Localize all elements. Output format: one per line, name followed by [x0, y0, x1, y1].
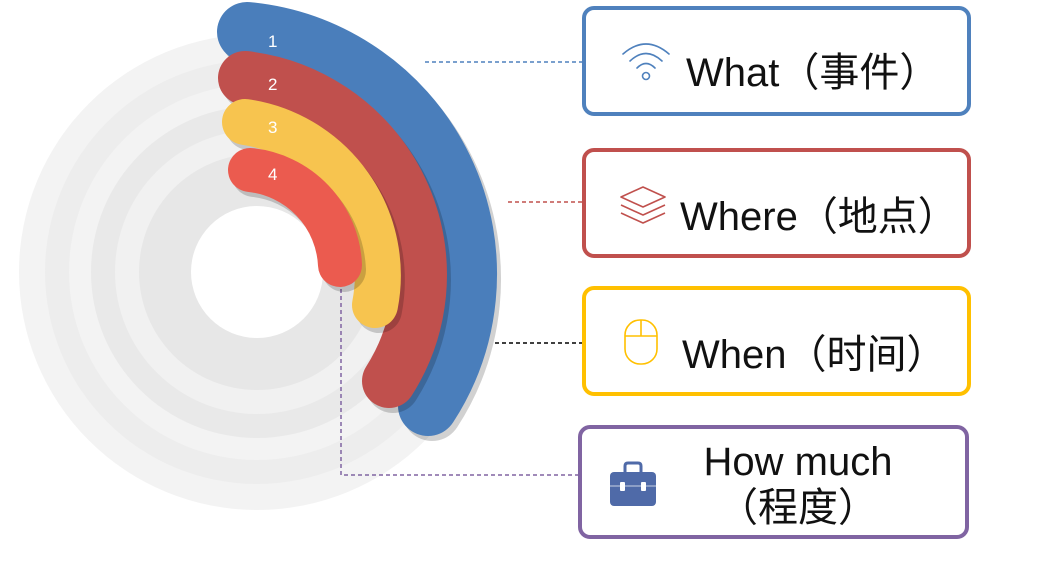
how-much-label-line2: （程度）	[718, 486, 878, 530]
how-much-box: How much （程度）	[578, 425, 969, 539]
arc-number-4: 4	[268, 165, 277, 184]
layers-icon	[618, 184, 668, 233]
arc-3	[222, 99, 401, 328]
arcs	[217, 2, 502, 441]
arc-number-1: 1	[268, 32, 277, 51]
where-label: Where（地点）	[680, 195, 958, 239]
arc-number-2: 2	[268, 75, 277, 94]
connector-lines	[340, 61, 584, 476]
connector-how-much	[340, 212, 580, 476]
arc-1	[217, 2, 498, 436]
arc-2	[218, 51, 447, 408]
wifi-icon	[620, 40, 672, 89]
arc-4	[228, 148, 362, 287]
when-box: When（时间）	[582, 286, 971, 396]
arc-number-3: 3	[268, 118, 277, 137]
briefcase-icon	[608, 461, 658, 514]
mouse-icon	[622, 317, 660, 372]
where-box: Where（地点）	[582, 148, 971, 258]
when-label: When（时间）	[682, 333, 947, 377]
what-label: What（事件）	[686, 51, 940, 95]
how-much-label-line1: How much	[703, 440, 893, 484]
what-box: What（事件）	[582, 6, 971, 116]
how-much-label: How much （程度）	[678, 439, 918, 531]
arc-numbers: 1 2 3 4	[268, 32, 277, 184]
